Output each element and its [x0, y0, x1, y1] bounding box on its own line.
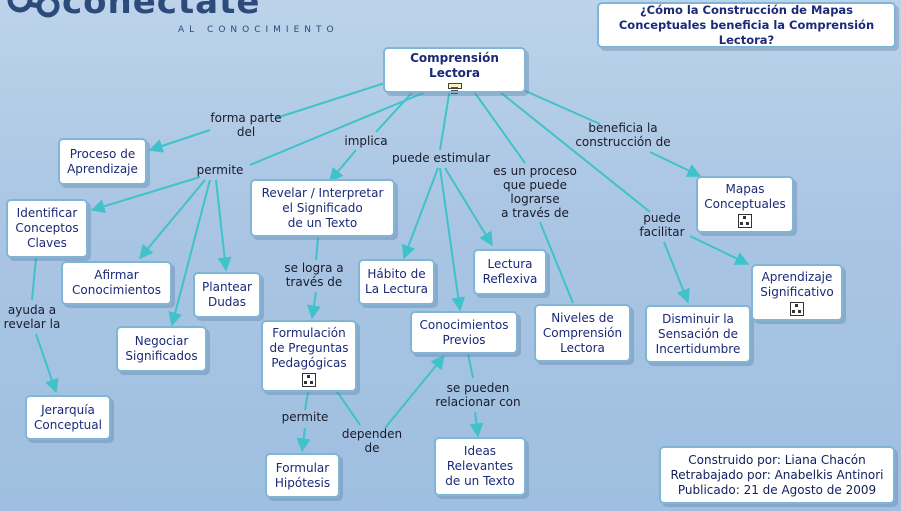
node-revelar-interpretar[interactable]: Revelar / Interpretar el Significado de … [250, 179, 395, 237]
node-habito-lectura[interactable]: Hábito de La Lectura [358, 259, 435, 305]
link-label-se-logra: se logra a través de [284, 261, 344, 289]
node-label: Comprensión Lectora [410, 51, 499, 80]
credits-line-3: Publicado: 21 de Agosto de 2009 [677, 482, 877, 497]
credits-line-2: Retrabajado por: Anabelkis Antinori [670, 467, 884, 482]
question-box: ¿Cómo la Construcción de Mapas Conceptua… [597, 2, 896, 48]
node-negociar-significados[interactable]: Negociar Significados [116, 326, 207, 372]
link-label-puede-facilitar: puede facilitar [639, 211, 685, 239]
credits-line-1: Construido por: Liana Chacón [688, 452, 866, 467]
link-label-implica: implica [344, 134, 388, 148]
node-formular-hipotesis[interactable]: Formular Hipótesis [265, 453, 340, 498]
node-niveles-comprension[interactable]: Niveles de Comprensión Lectora [534, 304, 631, 362]
logo-subtitle: AL CONOCIMIENTO [178, 25, 339, 35]
node-disminuir-incertidumbre[interactable]: Disminuir la Sensación de Incertidumbre [645, 305, 751, 363]
document-icon[interactable] [447, 83, 462, 89]
link-label-se-pueden: se pueden relacionar con [435, 381, 521, 409]
node-aprendizaje-significativo[interactable]: Aprendizaje Significativo [751, 264, 843, 321]
node-proceso-aprendizaje[interactable]: Proceso de Aprendizaje [58, 138, 147, 185]
link-label-dependen: dependen de [341, 427, 403, 455]
link-label-permite: permite [196, 163, 244, 177]
node-comprension-lectora[interactable]: Comprensión Lectora [383, 47, 526, 93]
node-jerarquia-conceptual[interactable]: Jerarquía Conceptual [25, 395, 111, 440]
link-label-forma-parte: forma parte del [210, 111, 282, 139]
link-label-puede-estimular: puede estimular [391, 151, 491, 165]
link-label-beneficia: beneficia la construcción de [575, 121, 671, 149]
node-label: Formulación de Preguntas Pedagógicas [269, 325, 349, 370]
credits-box: Construido por: Liana Chacón Retrabajado… [659, 446, 895, 504]
node-label: Mapas Conceptuales [704, 181, 786, 211]
concept-map-icon[interactable] [302, 372, 316, 387]
concept-map-icon[interactable] [790, 301, 804, 316]
node-conocimientos-previos[interactable]: Conocimientos Previos [410, 311, 518, 354]
link-label-ayuda: ayuda a revelar la [3, 303, 61, 331]
node-afirmar-conocimientos[interactable]: Afirmar Conocimientos [61, 261, 172, 305]
link-label-permite-2: permite [281, 410, 329, 424]
link-label-es-un-proceso: es un proceso que puede lograrse a travé… [493, 164, 577, 220]
node-plantear-dudas[interactable]: Plantear Dudas [193, 272, 261, 318]
concept-map-icon[interactable] [738, 213, 752, 228]
node-formulacion-preguntas[interactable]: Formulación de Preguntas Pedagógicas [261, 320, 357, 392]
logo-icon [7, 0, 60, 18]
logo-word: conectate [62, 0, 261, 22]
node-mapas-conceptuales[interactable]: Mapas Conceptuales [696, 176, 794, 233]
node-identificar-conceptos[interactable]: Identificar Conceptos Claves [6, 199, 88, 258]
node-ideas-relevantes[interactable]: Ideas Relevantes de un Texto [434, 437, 526, 496]
node-label: Aprendizaje Significativo [760, 269, 834, 299]
node-lectura-reflexiva[interactable]: Lectura Reflexiva [473, 249, 547, 295]
